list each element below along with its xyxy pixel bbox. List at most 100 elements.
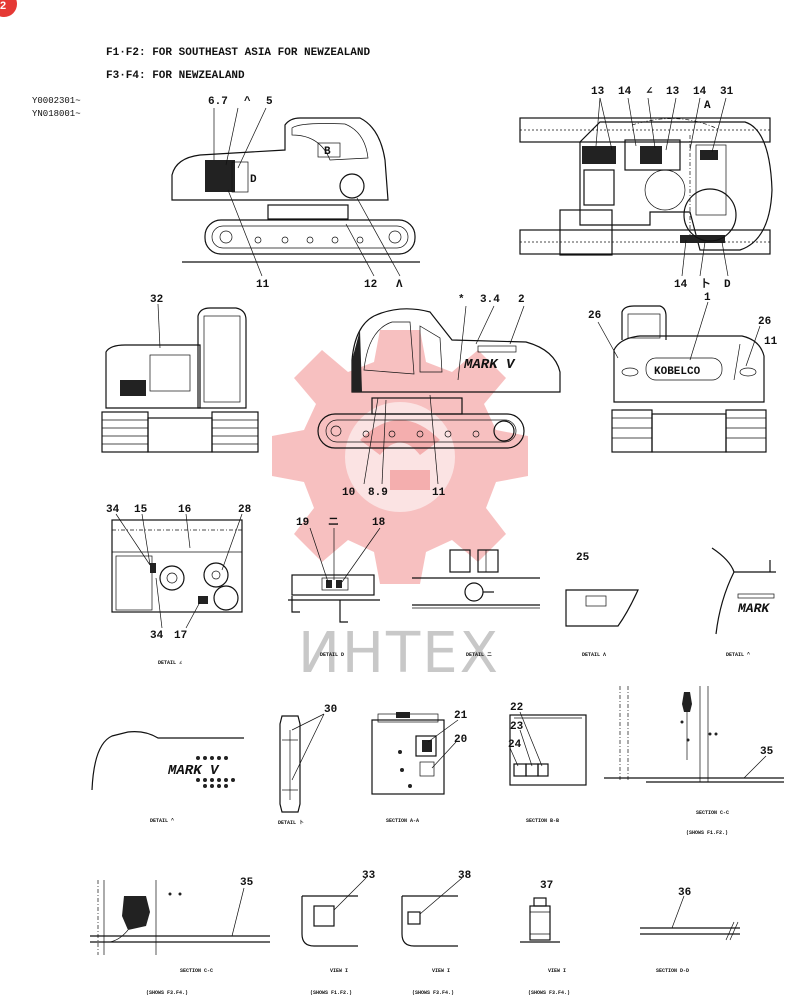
callout-to: ト xyxy=(700,277,711,291)
callout-24: 24 xyxy=(508,739,522,751)
caption-detail-j: DETAIL ト xyxy=(278,820,304,826)
rear-view: 32 xyxy=(101,294,259,453)
page-badge: 2 xyxy=(0,0,17,17)
detail-d: 19 ニ 18 DETAIL D xyxy=(288,516,386,658)
callout-38: 38 xyxy=(458,870,472,882)
cab-label-b: B xyxy=(324,146,331,158)
kobelco-logo: KOBELCO xyxy=(654,366,701,378)
callout-23: 23 xyxy=(510,721,524,733)
top-plan-view: 13 14 ∠ 13 14 31 A 14 ト D xyxy=(519,86,773,291)
callout-2: 2 xyxy=(518,294,525,306)
detail-b: MARK DETAIL ^ xyxy=(711,547,776,658)
side-view-main: MARK V * 3.4 2 10 8.9 11 xyxy=(317,294,561,499)
header-line-2: F3·F4: FOR NEWZEALAND xyxy=(106,70,245,82)
caption-section-aa: SECTION A-A xyxy=(386,818,419,824)
section-bb: 22 23 24 SECTION B-B xyxy=(508,702,587,824)
side-view-top-left: B D 6.7 ^ 5 11 12 Λ xyxy=(171,96,420,291)
callout-5: 5 xyxy=(266,96,273,108)
callout-angle: ∠ xyxy=(646,86,653,98)
callout-13-b: 13 xyxy=(666,86,680,98)
callout-18: 18 xyxy=(372,517,386,529)
callout-15: 15 xyxy=(134,504,148,516)
detail-25: 25 DETAIL Λ xyxy=(565,552,639,658)
watermark-gear-icon xyxy=(272,330,528,584)
callout-11-main: 11 xyxy=(432,487,446,499)
mark-v-decal-row4: MARK V xyxy=(167,763,220,779)
callout-28: 28 xyxy=(238,504,252,516)
callout-d-bottom: D xyxy=(724,279,731,291)
callout-13-a: 13 xyxy=(591,86,605,98)
callout-22: 22 xyxy=(510,702,523,714)
mark-decal-small: MARK xyxy=(737,601,770,616)
callout-14-a: 14 xyxy=(618,86,632,98)
caption-section-cc-2-note: (SHOWS F3.F4.) xyxy=(146,990,188,996)
mark-v-decal: MARK V xyxy=(463,357,516,373)
callout-1: 1 xyxy=(704,292,711,304)
view-3: 37 VIEW I (SHOWS F3.F4.) xyxy=(520,880,570,996)
callout-ni: ニ xyxy=(328,516,339,529)
callout-26-right: 26 xyxy=(758,316,771,328)
callout-16: 16 xyxy=(178,504,191,516)
callout-3-4: 3.4 xyxy=(480,294,500,306)
detail-e: 34 15 16 28 34 17 DETAIL ∠ xyxy=(106,504,252,666)
page-badge-number: 2 xyxy=(0,0,6,12)
caption-detail-d: DETAIL D xyxy=(320,652,344,658)
caption-detail-c: DETAIL ニ xyxy=(466,652,492,658)
detail-j: 30 DETAIL ト xyxy=(278,704,337,826)
callout-11-front: 11 xyxy=(764,336,778,348)
callout-star: * xyxy=(458,294,465,306)
callout-26-left: 26 xyxy=(588,310,601,322)
callout-30: 30 xyxy=(324,704,337,716)
section-cc-1: 35 SECTION C-C (SHOWS F1.F2.) xyxy=(604,686,784,836)
callout-17: 17 xyxy=(174,630,187,642)
callout-20: 20 xyxy=(454,734,467,746)
callout-34-b: 34 xyxy=(150,630,164,642)
caption-view-1-note: (SHOWS F1.F2.) xyxy=(310,990,352,996)
caption-detail-b: DETAIL ^ xyxy=(726,652,750,658)
callout-19: 19 xyxy=(296,517,309,529)
callout-37: 37 xyxy=(540,880,553,892)
header-line-1: F1·F2: FOR SOUTHEAST ASIA FOR NEWZEALAND xyxy=(106,47,370,59)
caption-section-dd: SECTION D-D xyxy=(656,968,689,974)
callout-21: 21 xyxy=(454,710,468,722)
caption-section-bb: SECTION B-B xyxy=(526,818,559,824)
caption-view-2: VIEW I xyxy=(432,968,450,974)
section-cc-2: 35 SECTION C-C (SHOWS F3.F4.) xyxy=(90,877,270,996)
callout-caret: ^ xyxy=(244,96,251,108)
callout-11-top: 11 xyxy=(256,279,270,291)
side-small-label-d: D xyxy=(250,174,257,186)
callout-35-b: 35 xyxy=(240,877,254,889)
caption-detail-e: DETAIL ∠ xyxy=(158,660,182,666)
caption-view-1: VIEW I xyxy=(330,968,348,974)
caption-view-3: VIEW I xyxy=(548,968,566,974)
callout-14-c: 14 xyxy=(674,279,688,291)
callout-lambda: Λ xyxy=(396,279,403,291)
detail-c: DETAIL ニ xyxy=(412,549,540,658)
detail-k: MARK V DETAIL ^ xyxy=(91,731,244,824)
callout-33: 33 xyxy=(362,870,376,882)
caption-section-cc-1: SECTION C-C xyxy=(696,810,729,816)
caption-detail-a: DETAIL Λ xyxy=(582,652,606,658)
callout-32: 32 xyxy=(150,294,163,306)
front-view: KOBELCO 1 26 26 11 xyxy=(588,292,778,453)
caption-section-cc-2: SECTION C-C xyxy=(180,968,213,974)
callout-12: 12 xyxy=(364,279,377,291)
callout-31: 31 xyxy=(720,86,734,98)
callout-10: 10 xyxy=(342,487,355,499)
watermark-text: ИНТЕХ xyxy=(298,621,500,686)
callout-36: 36 xyxy=(678,887,691,899)
section-aa: 21 20 SECTION A-A xyxy=(371,710,468,824)
serial-2: YN018001~ xyxy=(32,109,81,119)
caption-detail-k: DETAIL ^ xyxy=(150,818,174,824)
caption-section-cc-1-note: (SHOWS F1.F2.) xyxy=(686,830,728,836)
callout-34-a: 34 xyxy=(106,504,120,516)
callout-25: 25 xyxy=(576,552,590,564)
caption-view-3-note: (SHOWS F3.F4.) xyxy=(528,990,570,996)
callout-6-7: 6.7 xyxy=(208,96,228,108)
callout-a-arrow: A xyxy=(704,100,711,112)
callout-35-a: 35 xyxy=(760,746,774,758)
caption-view-2-note: (SHOWS F3.F4.) xyxy=(412,990,454,996)
callout-8-9: 8.9 xyxy=(368,487,388,499)
serial-1: Y0002301~ xyxy=(32,96,81,106)
